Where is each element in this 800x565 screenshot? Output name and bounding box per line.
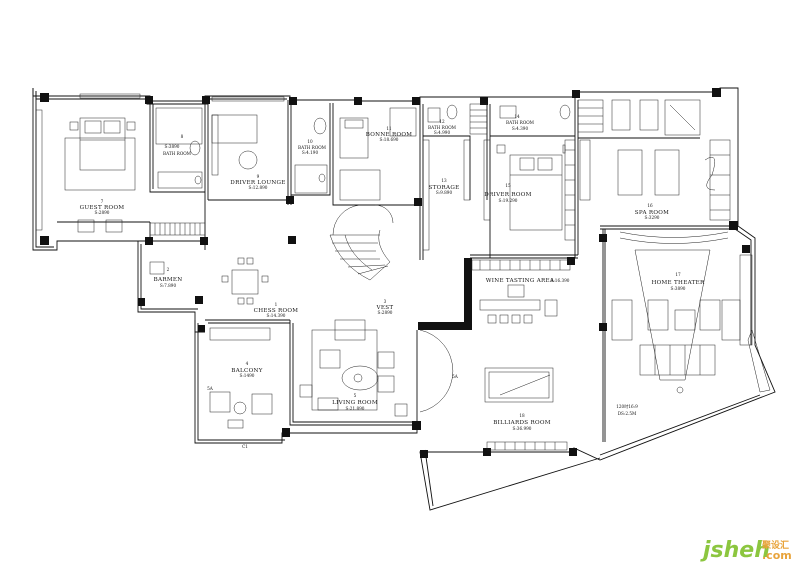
room-area-bath1: S:3890 (165, 144, 180, 149)
room-name-bath2: BATH ROOM (298, 145, 327, 150)
room-num-chess: 1 (275, 302, 278, 307)
room-num-driver-lounge: 9 (257, 174, 260, 179)
room-area-bath3: S:4.990 (434, 130, 451, 135)
room-area-barmen: S:7.890 (160, 283, 177, 288)
room-area-vest: S:2890 (378, 310, 393, 315)
room-name-driver-lounge: DRIVER LOUNGE (230, 180, 285, 186)
room-num-theater: 17 (675, 272, 681, 277)
room-name-chess: CHESS ROOM (254, 308, 299, 314)
watermark-logo: jsheh 聚设汇 .com (700, 538, 792, 563)
room-labels: 7 GUEST ROOM S:2890 8 S:3890 BATH ROOM 9… (80, 114, 705, 449)
room-name-driver-room: DRIVER ROOM (484, 192, 531, 198)
room-num-bonne: 11 (386, 126, 392, 131)
level-mark-vest: 5A (452, 374, 459, 379)
room-area-living: S:21.890 (346, 406, 365, 411)
room-name-billiards: BILLIARDS ROOM (493, 420, 551, 426)
room-area-driver-room: S:19.290 (499, 198, 518, 203)
windows (35, 93, 771, 451)
room-num-driver-room: 15 (505, 183, 511, 188)
room-name-storage: STORAGE (428, 185, 459, 191)
screen-size-note: 120吋16:9 (616, 403, 638, 409)
room-name-spa: SPA ROOM (635, 210, 669, 216)
room-num-balcony: 4 (246, 361, 249, 366)
columns (40, 88, 750, 458)
watermark-main: jsheh (700, 538, 770, 563)
room-name-guest: GUEST ROOM (80, 205, 125, 211)
room-area-spa: S:3290 (645, 215, 660, 220)
room-name-balcony: BALCONY (231, 368, 262, 374)
room-area-guest: S:2890 (95, 210, 110, 215)
level-mark-left: 5A (207, 386, 214, 391)
room-name-theater: HOME THEATER (651, 280, 705, 286)
room-num-living: 5 (354, 393, 357, 398)
room-num-bath1: 8 (181, 134, 184, 139)
room-num-bath4: 14 (514, 114, 520, 119)
room-num-guest: 7 (101, 199, 104, 204)
level-mark-bottom: C1 (242, 444, 248, 449)
room-name-barmen: BARMEN (154, 277, 183, 283)
room-num-barmen: 2 (167, 267, 170, 272)
room-num-bath3: 12 (439, 119, 445, 124)
furniture (64, 99, 741, 429)
room-area-driver-lounge: S:12.890 (249, 185, 268, 190)
room-name-bonne: BONNE ROOM (366, 132, 413, 138)
screen-dist-note: DS:2.5M (618, 411, 637, 416)
room-area-storage: S:9.890 (436, 190, 453, 195)
room-area-chess: S:14.390 (267, 313, 286, 318)
room-num-vest: 3 (384, 299, 387, 304)
watermark-cn: 聚设汇 (761, 539, 789, 551)
room-name-bath4: BATH ROOM (506, 120, 535, 125)
room-area-wine: S:16.390 (551, 278, 570, 283)
room-area-theater: S:3890 (671, 286, 686, 291)
room-name-bath3: BATH ROOM (428, 125, 457, 130)
room-area-bonne: S:18.690 (380, 137, 399, 142)
room-name-vest: VEST (376, 305, 394, 311)
interior-walls (57, 97, 738, 442)
room-area-bath4: S:4.390 (512, 126, 529, 131)
room-num-billiards: 18 (519, 413, 525, 418)
room-num-spa: 16 (647, 203, 653, 208)
watermark-com: .com (762, 549, 792, 562)
room-area-balcony: S:1490 (240, 373, 255, 378)
room-name-living: LIVING ROOM (332, 400, 378, 406)
room-area-bath2: S:4.190 (302, 150, 319, 155)
room-num-bath2: 10 (307, 139, 313, 144)
room-name-wine: WINE TASTING AREA (486, 278, 555, 284)
room-area-billiards: S:36.990 (513, 426, 532, 431)
room-name-bath1: BATH ROOM (163, 151, 192, 156)
room-num-storage: 13 (441, 178, 447, 183)
